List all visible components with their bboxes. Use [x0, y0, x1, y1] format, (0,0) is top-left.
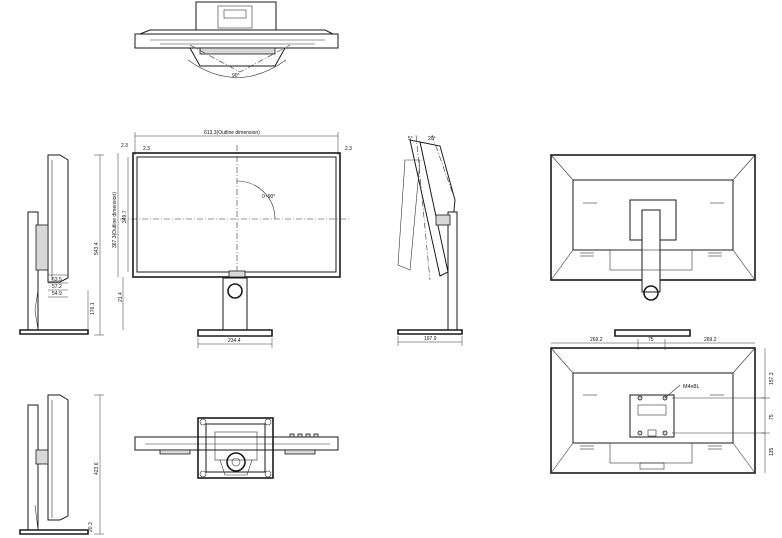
vesa-top: 157.3: [769, 372, 775, 385]
vesa-bottom: 135: [769, 447, 775, 456]
front-view: 613.3(Outline dimension) 2.3 2.3 2.3 0~9…: [112, 130, 352, 348]
side-view-tilt: 5° 20° 197.9: [397, 134, 463, 346]
side-view-lowered: 423.6 20.3: [19, 394, 104, 535]
bottom-view: [134, 417, 339, 479]
min-height-side: 423.6: [94, 462, 100, 475]
vesa-left: 269.2: [590, 337, 603, 343]
vesa-right: 269.2: [704, 337, 717, 343]
bezel-top-right: 2.3: [345, 146, 352, 152]
rear-view: [550, 154, 756, 337]
rear-vesa-view: 269.2 75 269.2 M4x8L 157.3 75 135: [550, 337, 775, 474]
overall-height: 543.4: [94, 242, 100, 255]
outline-height: 367.3(Outline dimension): [112, 192, 118, 248]
tilt-forward: 5°: [408, 136, 413, 142]
inner-height: 349.7: [122, 210, 128, 223]
side-pitch-3: 54.9: [52, 291, 62, 297]
foot-height: 20.3: [88, 522, 94, 532]
vesa-mid: 75: [769, 414, 775, 420]
outline-width: 613.3(Outline dimension): [204, 130, 260, 136]
side-pitch-1: 63.5: [52, 277, 62, 283]
front-rotation-label: 0~90°: [262, 194, 275, 200]
side-bezel: 2.3: [121, 143, 128, 149]
tilt-back: 20°: [428, 136, 436, 142]
bezel-top-left: 2.3: [143, 146, 150, 152]
screw-label: M4x8L: [683, 384, 700, 390]
stand-depth: 197.9: [424, 336, 437, 342]
bottom-gap: 21.4: [118, 292, 124, 302]
stand-min-height: 176.1: [90, 302, 96, 315]
side-pitch-2: 57.2: [52, 284, 62, 290]
stand-width: 234.4: [228, 338, 241, 344]
top-view: 90°: [134, 1, 339, 79]
side-view-raised: 63.5 57.2 54.9 543.4 176.1: [19, 154, 104, 336]
top-rotation-label: 90°: [232, 73, 240, 79]
vesa-center: 75: [648, 337, 654, 343]
